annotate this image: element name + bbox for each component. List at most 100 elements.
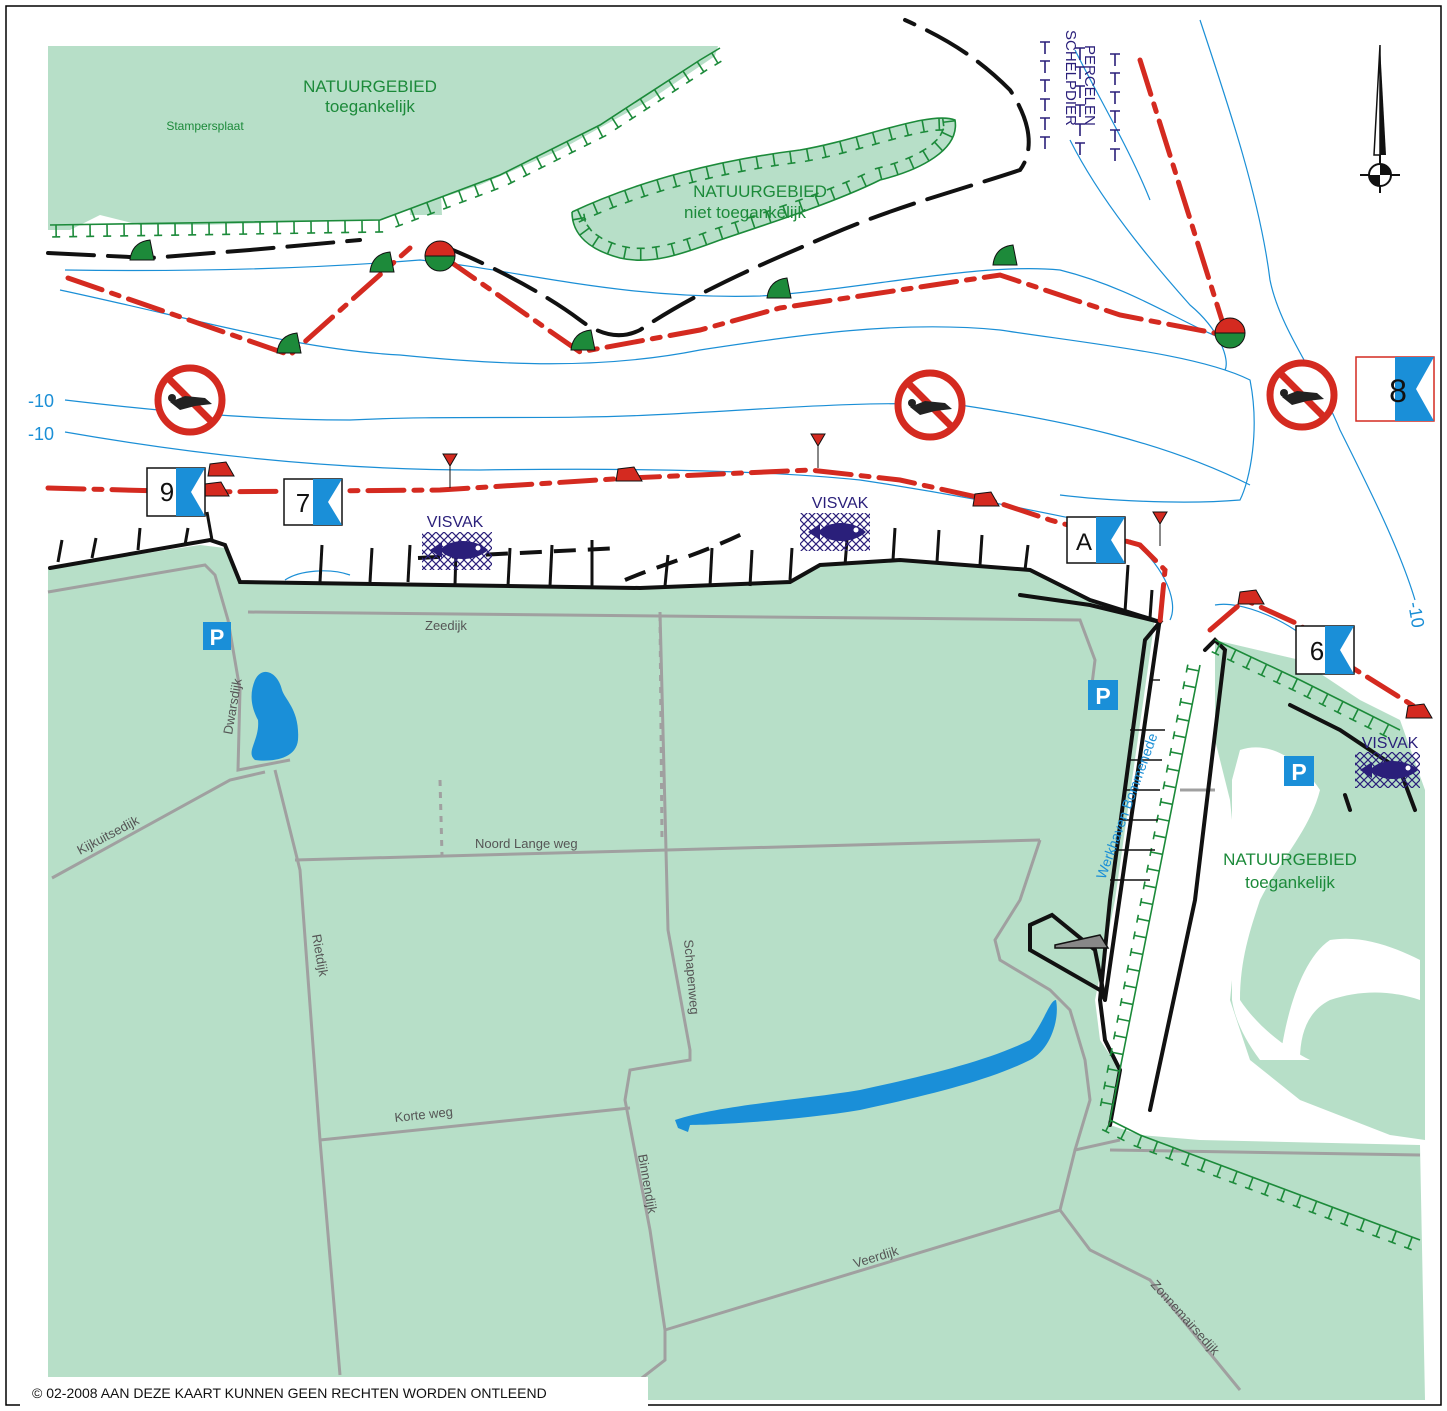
nature-tick [1160,801,1173,806]
dive-flag-9[interactable]: 9 [146,467,206,517]
nature-tick [1104,1120,1112,1132]
nature-tick [625,107,634,119]
nature-tick-bar [640,194,649,199]
dashed-roads [438,614,664,856]
nature-tick [1134,934,1147,939]
nature-tick-bar [1181,1162,1190,1167]
shellfish-tick [1075,47,1085,60]
depth-contours [59,19,1416,651]
nature-tick [722,162,727,175]
dive-flag-7[interactable]: 7 [283,478,343,526]
nature-tick [789,151,793,164]
nature-tick-bar [1101,1128,1110,1134]
visvak-3: VISVAK [1355,735,1420,788]
nature-tick [1276,671,1283,683]
nature-tick [1157,817,1170,822]
nature-title: NATUURGEBIED [693,182,827,201]
buoy-icon [766,277,792,299]
nature-tick-bar [667,241,676,246]
nature-tick [1183,684,1196,689]
nature-tick [579,227,590,236]
nature-tick [1120,1001,1134,1006]
nature-tick [1306,685,1314,698]
shellfish-tick [1040,41,1050,54]
nature-tick-bar [1292,1204,1301,1209]
nature-tick-bar [595,233,603,240]
nature-tick-bar [1122,981,1126,990]
nature-tick-bar [1165,764,1169,773]
nature-tick [1186,667,1199,672]
nature-tick [1180,701,1193,706]
nature-tick-bar [1133,1144,1142,1149]
buoy-icon [570,329,596,351]
nature-tick [705,166,710,179]
shellfish-tick [1110,72,1120,85]
nature-tick-bar [698,231,707,236]
nature-tick [1367,716,1375,728]
buoy-icon [992,244,1018,266]
nature-tick-bar [1364,724,1372,730]
nature-tick [711,52,719,64]
nature-tick [1245,656,1252,669]
nature-tick-bar [1340,1222,1349,1227]
nature-tick [410,208,416,220]
nature-tick [581,133,589,146]
dive-flag-8[interactable]: 8 [1355,356,1435,422]
nature-sub: toegankelijk [325,97,415,116]
nature-tick [1173,734,1186,739]
nature-tick [805,148,810,161]
nature-tick [933,141,944,152]
nature-tick [591,235,600,247]
nature-tick-bar [688,180,697,184]
nature-tick [1214,642,1222,654]
nature-tick-bar [931,138,938,146]
nature-tick-bar [490,187,499,192]
nature-tick [755,156,760,169]
dive-flag-6[interactable]: 6 [1295,625,1355,675]
harbour-jetty-dashed [417,528,751,582]
parking-icon: P [203,622,231,650]
buoy-icon [207,461,235,477]
shellfish-label: SCHELPDIER PERCELEN [1062,30,1098,126]
nature-tick-bar [1106,1064,1110,1073]
buoy-icon [1214,317,1246,334]
nature-tick-bar [890,161,899,166]
nature-tick-bar [826,186,835,191]
nature-tick [611,116,619,128]
nature-tick-bar [919,147,927,154]
nature-tick [871,132,877,145]
nature-tick [686,238,692,251]
nature-tick [1279,1189,1286,1201]
nature-tick [1343,1212,1350,1225]
nature-tick [1321,693,1329,705]
buoy-icon [442,453,458,488]
nature-tick-bar [700,68,708,75]
nature-tick-bar [746,214,756,220]
nature-tick-bar [598,134,607,140]
nature-tick [701,233,708,246]
nature-tick-bar [721,173,730,177]
nature-tick-bar [1212,1174,1221,1179]
nature-tick [1177,717,1190,722]
nature-tick [1375,1224,1382,1237]
buoy-icon [1405,703,1433,719]
nature-tick-bar [507,180,516,186]
shellfish-tick [1110,53,1120,66]
buoy-icon [810,433,826,468]
nature-tick [489,178,496,191]
nature-tick [566,141,573,153]
nature-tick [750,216,756,229]
nature-tick [473,184,480,197]
nature-tick [734,222,740,234]
no-diving-icon [154,364,226,436]
nature-tick-bar [1324,1216,1333,1221]
depth-label: -10 [28,424,54,444]
dive-flag-a[interactable]: A [1066,516,1126,564]
nature-tick [1352,708,1359,721]
nature-tick [888,127,893,140]
nature-tick [1114,1034,1127,1039]
buoy-icon [129,239,155,261]
nature-tick-bar [1142,881,1146,890]
nature-tick [1150,851,1163,856]
quay-ticks [1110,679,1165,881]
